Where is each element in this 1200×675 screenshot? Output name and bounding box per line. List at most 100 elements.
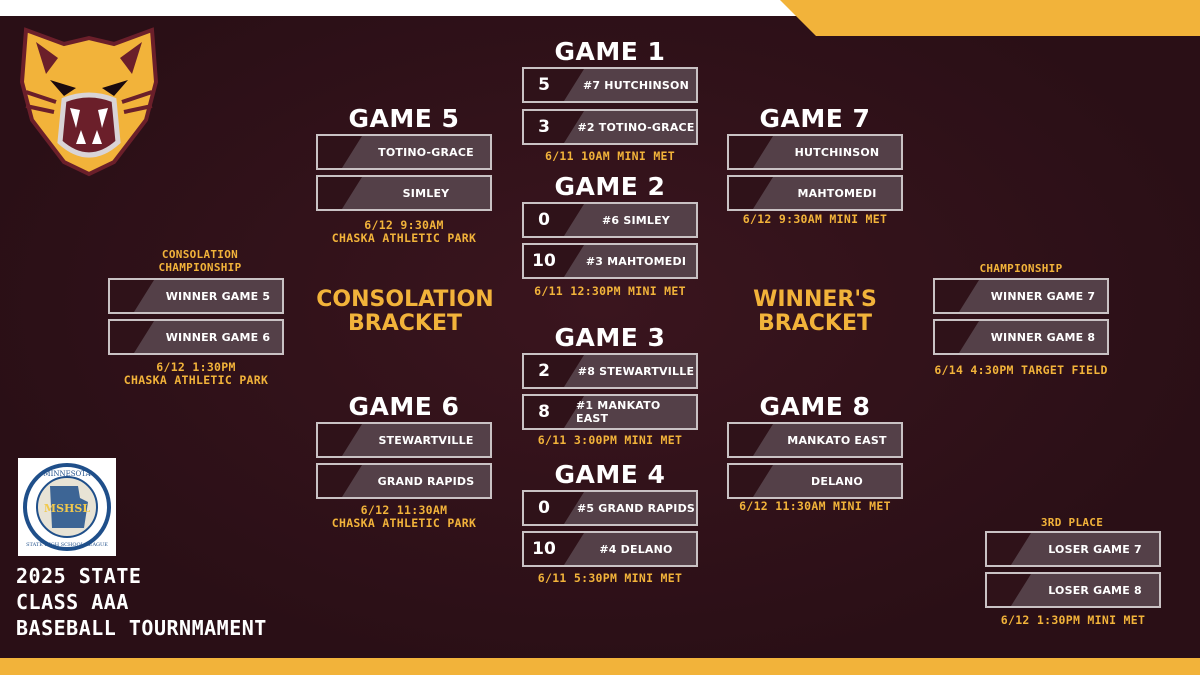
- game2-title: GAME 2: [554, 172, 666, 201]
- game7-info: 6/12 9:30AM MINI MET: [742, 212, 888, 226]
- info-line: CHASKA ATHLETIC PARK: [123, 373, 269, 387]
- game4-title: GAME 4: [554, 460, 666, 489]
- team-name: SIMLEY: [402, 186, 450, 200]
- consolation-championship-team2-slot: WINNER GAME 6: [108, 319, 284, 355]
- game3-info: 6/11 3:00PM MINI MET: [537, 433, 683, 447]
- game7-title: GAME 7: [759, 104, 871, 133]
- game3-title: GAME 3: [554, 323, 666, 352]
- team-name: WINNER GAME 5: [165, 289, 271, 303]
- team-score: 0: [538, 498, 550, 518]
- third-place-team1-slot: LOSER GAME 7: [985, 531, 1161, 567]
- game1-title: GAME 1: [554, 37, 666, 66]
- game1-info: 6/11 10AM MINI MET: [544, 149, 676, 163]
- game6-team1-slot: STEWARTVILLE: [316, 422, 492, 458]
- tiger-head-icon: [19, 27, 159, 177]
- game6-team2-slot: GRAND RAPIDS: [316, 463, 492, 499]
- game7-team1-slot: HUTCHINSON: [727, 134, 903, 170]
- third-place-info: 6/12 1:30PM MINI MET: [1000, 613, 1146, 627]
- game5-title: GAME 5: [348, 104, 460, 133]
- team-name: WINNER GAME 6: [165, 330, 271, 344]
- top-gold-band: [780, 0, 1200, 36]
- championship-team2-slot: WINNER GAME 8: [933, 319, 1109, 355]
- game2-team1-slot: 0 #6 SIMLEY: [522, 202, 698, 238]
- label-line: WINNER'S: [753, 287, 877, 312]
- info-line: 6/12 1:30PM: [156, 360, 236, 374]
- tournament-title-line: CLASS AAA: [16, 590, 129, 614]
- game3-team1-slot: 2 #8 STEWARTVILLE: [522, 353, 698, 389]
- tournament-title-line: 2025 STATE: [16, 564, 142, 588]
- game6-info: 6/12 11:30AM CHASKA ATHLETIC PARK: [286, 504, 522, 530]
- consolation-championship-team1-slot: WINNER GAME 5: [108, 278, 284, 314]
- team-name: #7 HUTCHINSON: [583, 78, 689, 92]
- consolation-championship-info: 6/12 1:30PM CHASKA ATHLETIC PARK: [78, 361, 314, 387]
- game5-team1-slot: TOTINO-GRACE: [316, 134, 492, 170]
- game1-team2-slot: 3 #2 TOTINO-GRACE: [522, 109, 698, 145]
- game5-info: 6/12 9:30AM CHASKA ATHLETIC PARK: [286, 219, 522, 245]
- team-name: #8 STEWARTVILLE: [577, 364, 695, 378]
- team-score: 0: [538, 210, 550, 230]
- team-name: MAHTOMEDI: [797, 186, 877, 200]
- team-name: STEWARTVILLE: [378, 433, 474, 447]
- tournament-title: 2025 STATE CLASS AAA BASEBALL TOURNMAMEN…: [16, 563, 267, 641]
- game3-team2-slot: 8 #1 MANKATO EAST: [522, 394, 698, 430]
- team-name: #2 TOTINO-GRACE: [577, 120, 695, 134]
- game4-team1-slot: 0 #5 GRAND RAPIDS: [522, 490, 698, 526]
- tournament-title-line: BASEBALL TOURNMAMENT: [16, 616, 267, 640]
- team-score: 10: [532, 539, 556, 559]
- team-name: MANKATO EAST: [787, 433, 887, 447]
- mshsl-seal-icon: MSHSL MINNESOTA STATE HIGH SCHOOL LEAGUE: [18, 458, 116, 556]
- championship-info: 6/14 4:30PM TARGET FIELD: [934, 363, 1108, 377]
- info-line: CHASKA ATHLETIC PARK: [331, 231, 477, 245]
- team-name: #4 DELANO: [599, 542, 673, 556]
- game7-team2-slot: MAHTOMEDI: [727, 175, 903, 211]
- game4-info: 6/11 5:30PM MINI MET: [537, 571, 683, 585]
- consolation-championship-title: CONSOLATION CHAMPIONSHIP: [96, 248, 304, 274]
- consolation-bracket-label: CONSOLATION BRACKET: [300, 288, 510, 336]
- team-score: 2: [538, 361, 550, 381]
- info-line: CHASKA ATHLETIC PARK: [331, 516, 477, 530]
- team-score: 8: [538, 402, 550, 422]
- team-name: #5 GRAND RAPIDS: [576, 501, 696, 515]
- team-name: GRAND RAPIDS: [377, 474, 475, 488]
- game1-team1-slot: 5 #7 HUTCHINSON: [522, 67, 698, 103]
- team-name: LOSER GAME 7: [1048, 542, 1142, 556]
- game6-title: GAME 6: [348, 392, 460, 421]
- team-name: #6 SIMLEY: [602, 213, 670, 227]
- label-line: BRACKET: [758, 311, 872, 336]
- game5-team2-slot: SIMLEY: [316, 175, 492, 211]
- label-line: BRACKET: [348, 311, 462, 336]
- game8-team1-slot: MANKATO EAST: [727, 422, 903, 458]
- team-name: TOTINO-GRACE: [378, 145, 474, 159]
- seal-bottom-text: STATE HIGH SCHOOL LEAGUE: [26, 542, 108, 548]
- team-name: WINNER GAME 8: [990, 330, 1096, 344]
- championship-team1-slot: WINNER GAME 7: [933, 278, 1109, 314]
- team-name: #1 MANKATO EAST: [576, 399, 661, 425]
- team-score: 10: [532, 251, 556, 271]
- team-name: #3 MAHTOMEDI: [585, 254, 687, 268]
- bottom-gold-band-right: [352, 658, 1200, 675]
- team-name: DELANO: [811, 474, 863, 488]
- third-place-team2-slot: LOSER GAME 8: [985, 572, 1161, 608]
- team-name: LOSER GAME 8: [1048, 583, 1142, 597]
- game8-team2-slot: DELANO: [727, 463, 903, 499]
- game8-info: 6/12 11:30AM MINI MET: [739, 499, 891, 513]
- team-name: WINNER GAME 7: [990, 289, 1096, 303]
- championship-title: CHAMPIONSHIP: [979, 262, 1063, 275]
- label-line: CONSOLATION: [316, 287, 494, 312]
- info-line: 6/12 9:30AM: [364, 218, 444, 232]
- seal-center-text: MSHSL: [44, 502, 90, 515]
- title-line: CHAMPIONSHIP: [158, 261, 242, 274]
- info-line: 6/12 11:30AM: [360, 503, 448, 517]
- team-score: 5: [538, 75, 550, 95]
- game4-team2-slot: 10 #4 DELANO: [522, 531, 698, 567]
- team-score: 3: [538, 117, 550, 137]
- game2-team2-slot: 10 #3 MAHTOMEDI: [522, 243, 698, 279]
- bottom-gold-band: [0, 658, 402, 675]
- game8-title: GAME 8: [759, 392, 871, 421]
- seal-top-text: MINNESOTA: [43, 470, 91, 478]
- team-name: HUTCHINSON: [794, 145, 880, 159]
- winners-bracket-label: WINNER'S BRACKET: [712, 288, 918, 336]
- title-line: CONSOLATION: [161, 248, 239, 261]
- third-place-title: 3RD PLACE: [1040, 516, 1104, 529]
